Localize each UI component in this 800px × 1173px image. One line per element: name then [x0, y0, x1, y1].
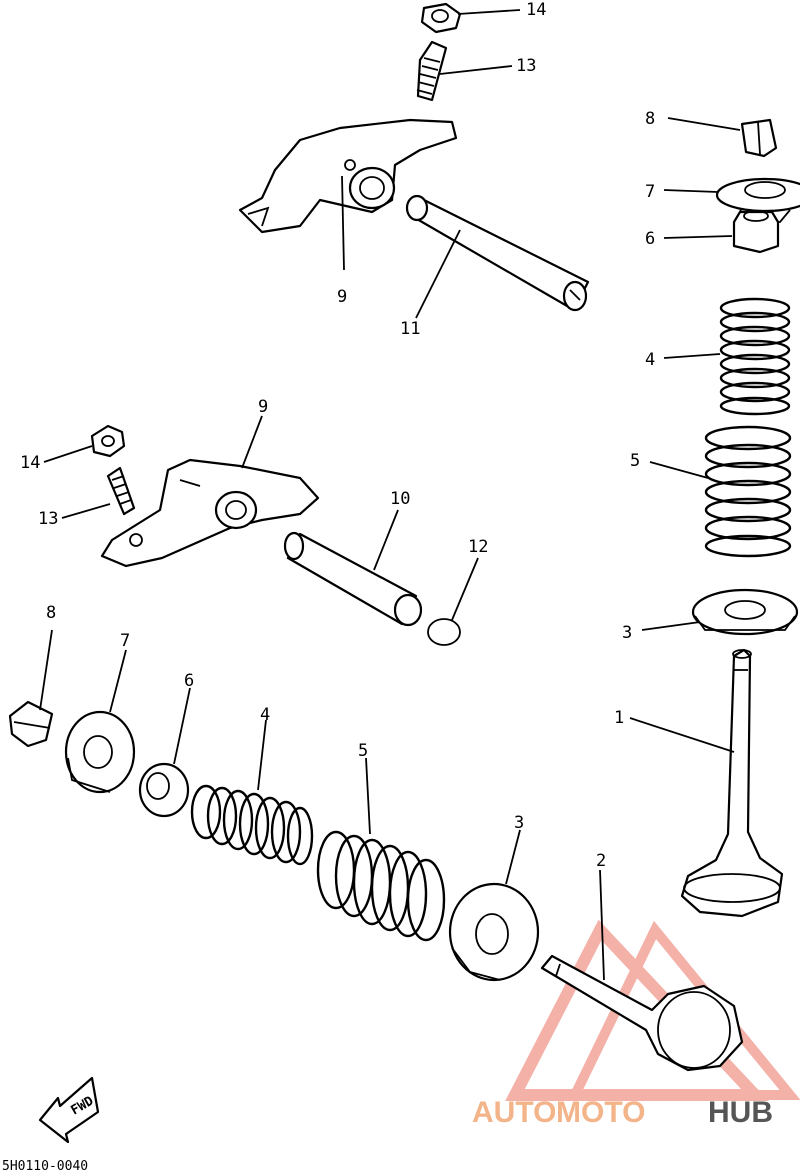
callout-7-right: 7 — [645, 182, 655, 202]
callout-4-right: 4 — [645, 350, 655, 370]
rocker-arm-9-mid — [100, 458, 320, 568]
rocker-arm-9-top — [238, 118, 458, 234]
watermark-moto: MOTO — [556, 1096, 645, 1129]
spring-retainer-7-left — [64, 710, 136, 794]
valve-2 — [540, 954, 744, 1072]
nut-14-left — [90, 424, 126, 458]
callout-13-left: 13 — [38, 509, 58, 529]
callout-3-left: 3 — [514, 813, 524, 833]
callout-6-left: 6 — [184, 671, 194, 691]
callout-14-left: 14 — [20, 453, 40, 473]
valve-cotter-8-left — [8, 700, 54, 748]
outer-spring-5-left — [316, 830, 446, 942]
spring-seat-6-right — [732, 210, 780, 254]
spring-seat-3-left — [448, 882, 540, 982]
fwd-arrow-icon: FWD — [38, 1076, 100, 1144]
callout-1: 1 — [614, 708, 624, 728]
inner-spring-4-right — [719, 297, 791, 416]
valve-cotter-8-right — [740, 118, 778, 158]
adjust-screw-13-top — [416, 40, 448, 102]
watermark-text: AUTO MOTO HUB — [472, 1096, 773, 1129]
callout-labels: 14 13 9 11 8 7 6 4 5 3 1 9 14 13 10 12 8… — [20, 0, 655, 871]
outer-spring-5-right — [704, 425, 792, 558]
drawing-code: 5H0110-0040 — [2, 1159, 88, 1173]
adjust-screw-13-left — [106, 466, 136, 516]
nut-14-top — [420, 2, 462, 34]
callout-3-right: 3 — [622, 623, 632, 643]
callout-9-top: 9 — [337, 287, 347, 307]
callout-14-top: 14 — [526, 0, 546, 20]
callout-5-right: 5 — [630, 451, 640, 471]
leader-lines — [39, 9, 741, 981]
valve-1 — [680, 648, 784, 918]
spring-seat-3-right — [691, 588, 799, 636]
o-ring-12 — [427, 618, 461, 646]
callout-9-mid: 9 — [258, 397, 268, 417]
watermark-auto: AUTO — [472, 1096, 556, 1129]
callout-13-top: 13 — [516, 56, 536, 76]
spring-seat-6-left — [138, 762, 190, 818]
callout-10: 10 — [390, 489, 410, 509]
callout-5-left: 5 — [358, 741, 368, 761]
callout-2: 2 — [596, 851, 606, 871]
callout-7-left: 7 — [120, 631, 130, 651]
inner-spring-4-left — [190, 784, 314, 866]
callout-8-left: 8 — [46, 603, 56, 623]
watermark-hub: HUB — [708, 1096, 773, 1129]
callout-12: 12 — [468, 537, 488, 557]
callout-4-left: 4 — [260, 705, 270, 725]
callout-11: 11 — [400, 319, 420, 339]
rocker-shaft-10 — [283, 531, 423, 627]
callout-6-right: 6 — [645, 229, 655, 249]
rocker-shaft-11 — [405, 194, 590, 312]
callout-8-right: 8 — [645, 109, 655, 129]
